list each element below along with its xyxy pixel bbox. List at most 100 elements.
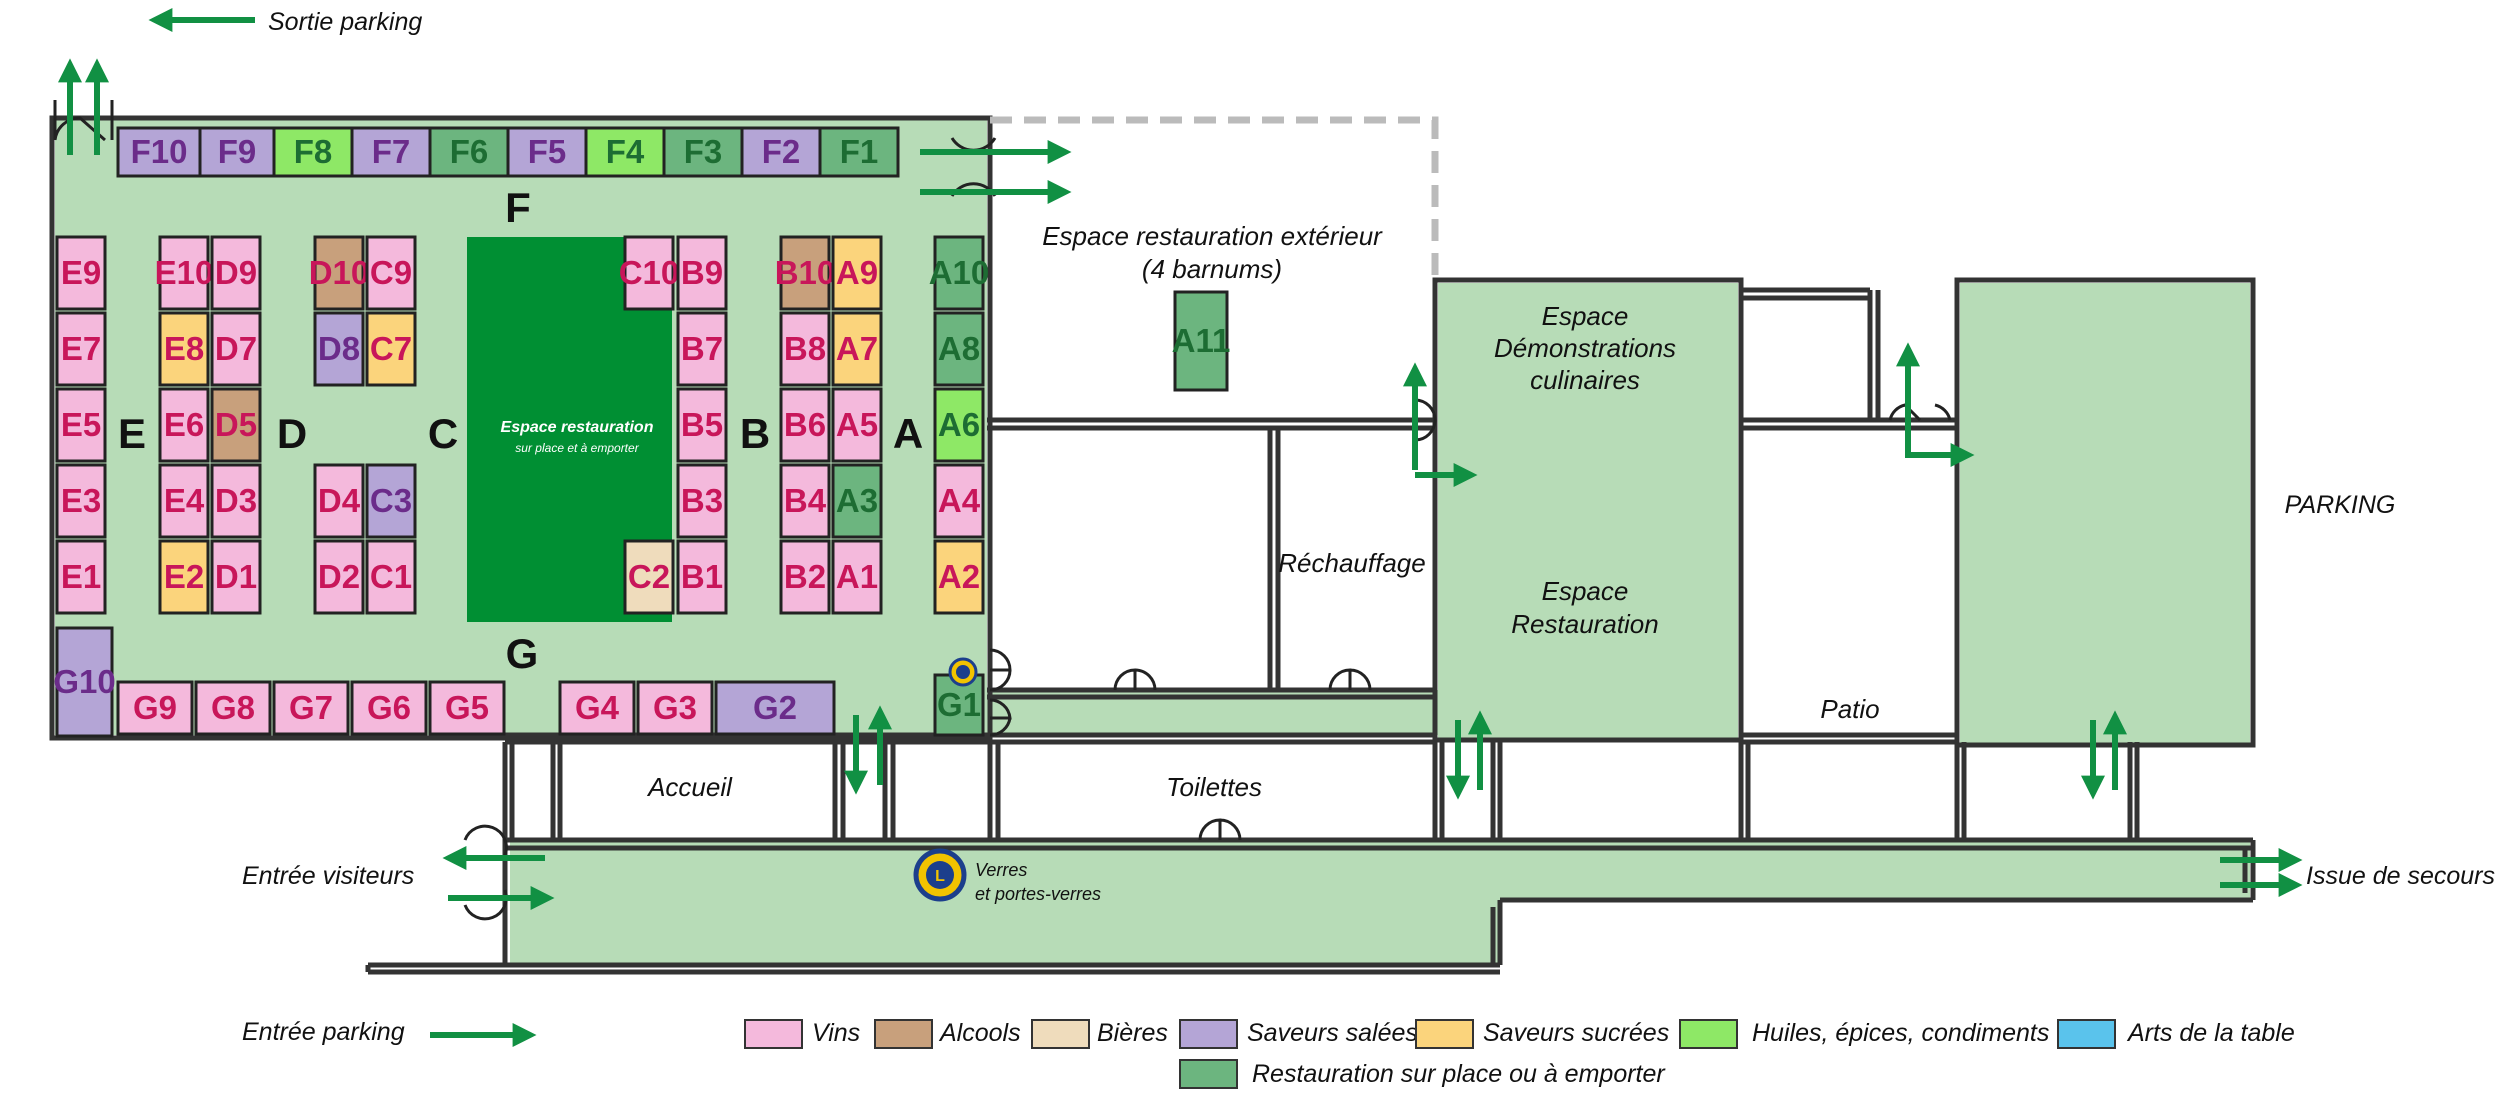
label-sortie-parking: Sortie parking (268, 8, 422, 36)
stand-a3[interactable]: A3 (831, 463, 883, 539)
stand-a6[interactable]: A6 (933, 387, 985, 463)
stand-c3[interactable]: C3 (365, 463, 417, 539)
stand-b10[interactable]: B10 (775, 235, 836, 311)
stand-c9[interactable]: C9 (365, 235, 417, 311)
stand-f10[interactable]: F10 (116, 126, 202, 178)
stand-a11[interactable]: A11 (1172, 290, 1231, 392)
stand-f9[interactable]: F9 (198, 126, 276, 178)
stand-g1[interactable]: G1 (933, 673, 985, 737)
stand-g7[interactable]: G7 (272, 680, 350, 736)
row-letter-c: C (428, 410, 458, 457)
stand-g10[interactable]: G10 (53, 626, 116, 738)
stand-label-g6: G6 (367, 689, 411, 726)
stand-f3[interactable]: F3 (662, 126, 744, 178)
legend-label-vins: Vins (812, 1019, 860, 1047)
stand-b6[interactable]: B6 (779, 387, 831, 463)
stand-a8[interactable]: A8 (933, 311, 985, 387)
stand-box-b9 (676, 235, 728, 311)
stand-b4[interactable]: B4 (779, 463, 831, 539)
stand-e3[interactable]: E3 (55, 463, 107, 539)
stand-box-f5 (506, 126, 588, 178)
stand-d8[interactable]: D8 (313, 311, 365, 387)
stand-box-d10 (313, 235, 365, 311)
stand-label-d4: D4 (318, 482, 361, 519)
stand-box-b1 (676, 539, 728, 615)
stand-e6[interactable]: E6 (158, 387, 210, 463)
stand-label-g4: G4 (575, 689, 620, 726)
stand-label-d3: D3 (215, 482, 257, 519)
stand-b2[interactable]: B2 (779, 539, 831, 615)
stand-b7[interactable]: B7 (676, 311, 728, 387)
stand-box-d3 (210, 463, 262, 539)
stand-label-f10: F10 (131, 133, 188, 170)
stand-e9[interactable]: E9 (55, 235, 107, 311)
stand-box-d8 (313, 311, 365, 387)
stand-a5[interactable]: A5 (831, 387, 883, 463)
stand-e2[interactable]: E2 (158, 539, 210, 615)
stand-d3[interactable]: D3 (210, 463, 262, 539)
stand-d2[interactable]: D2 (313, 539, 365, 615)
stand-box-b5 (676, 387, 728, 463)
stand-f5[interactable]: F5 (506, 126, 588, 178)
stand-box-a10 (933, 235, 985, 311)
stand-a4[interactable]: A4 (933, 463, 985, 539)
label-espace-ext-2: (4 barnums) (1142, 254, 1282, 284)
stand-label-c9: C9 (370, 254, 412, 291)
label-issue-secours: Issue de secours (2306, 862, 2495, 890)
stand-g2[interactable]: G2 (714, 680, 836, 736)
stand-e10[interactable]: E10 (155, 235, 214, 311)
stand-f8[interactable]: F8 (272, 126, 354, 178)
row-letter-a: A (893, 410, 923, 457)
stand-d5[interactable]: D5 (210, 387, 262, 463)
stand-f4[interactable]: F4 (584, 126, 666, 178)
stand-g8[interactable]: G8 (194, 680, 272, 736)
stand-d9[interactable]: D9 (210, 235, 262, 311)
stand-a1[interactable]: A1 (831, 539, 883, 615)
stand-g9[interactable]: G9 (116, 680, 194, 736)
stand-f1[interactable]: F1 (818, 126, 900, 178)
stand-box-b7 (676, 311, 728, 387)
stand-box-e4 (158, 463, 210, 539)
stand-a9[interactable]: A9 (831, 235, 883, 311)
stand-f6[interactable]: F6 (428, 126, 510, 178)
stand-e8[interactable]: E8 (158, 311, 210, 387)
stand-b8[interactable]: B8 (779, 311, 831, 387)
stand-f2[interactable]: F2 (740, 126, 822, 178)
stand-a2[interactable]: A2 (933, 539, 985, 615)
stand-a7[interactable]: A7 (831, 311, 883, 387)
stand-b5[interactable]: B5 (676, 387, 728, 463)
stand-d1[interactable]: D1 (210, 539, 262, 615)
stand-g3[interactable]: G3 (636, 680, 714, 736)
stand-label-b7: B7 (681, 330, 723, 367)
stand-g6[interactable]: G6 (350, 680, 428, 736)
stand-label-g7: G7 (289, 689, 333, 726)
stand-box-a2 (933, 539, 985, 615)
stand-e4[interactable]: E4 (158, 463, 210, 539)
stand-c10[interactable]: C10 (619, 235, 680, 311)
stand-e1[interactable]: E1 (55, 539, 107, 615)
arrows (58, 7, 2303, 1047)
stand-label-a5: A5 (836, 406, 878, 443)
stand-g5[interactable]: G5 (428, 680, 506, 736)
stand-d7[interactable]: D7 (210, 311, 262, 387)
stand-e7[interactable]: E7 (55, 311, 107, 387)
stand-b9[interactable]: B9 (676, 235, 728, 311)
label-patio: Patio (1820, 694, 1879, 724)
stand-b1[interactable]: B1 (676, 539, 728, 615)
stand-box-g8 (194, 680, 272, 736)
legend-swatch-huiles (1679, 1019, 1738, 1049)
stand-d10[interactable]: D10 (309, 235, 370, 311)
stand-label-f2: F2 (762, 133, 801, 170)
stand-label-e4: E4 (164, 482, 205, 519)
stand-label-b6: B6 (784, 406, 826, 443)
stand-label-b5: B5 (681, 406, 723, 443)
stand-c7[interactable]: C7 (365, 311, 417, 387)
stand-c1[interactable]: C1 (365, 539, 417, 615)
stand-f7[interactable]: F7 (350, 126, 432, 178)
stand-d4[interactable]: D4 (313, 463, 365, 539)
stand-c2[interactable]: C2 (623, 539, 675, 615)
stand-a10[interactable]: A10 (929, 235, 990, 311)
stand-g4[interactable]: G4 (558, 680, 636, 736)
stand-b3[interactable]: B3 (676, 463, 728, 539)
stand-e5[interactable]: E5 (55, 387, 107, 463)
